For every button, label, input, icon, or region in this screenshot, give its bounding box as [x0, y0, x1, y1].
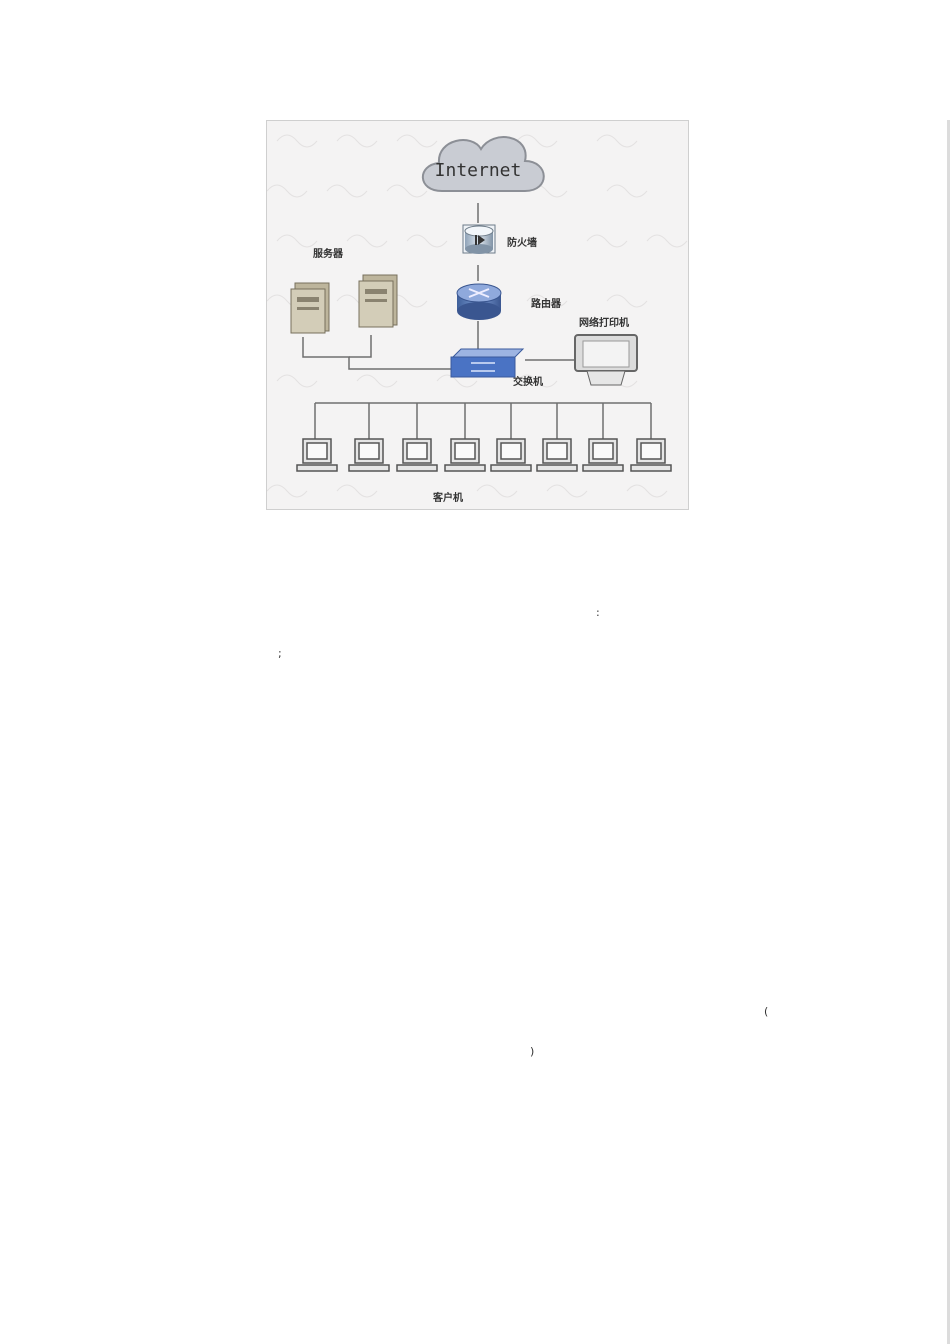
- client-pc-icon-1: [296, 438, 338, 472]
- paragraph-3-line-4-seg-2: ): [530, 1045, 537, 1058]
- watermark-pattern: [267, 134, 688, 498]
- client-pc-icon-5: [490, 438, 532, 472]
- connection-lines: [302, 203, 652, 439]
- paragraph-3-line-3-seg-2: (: [764, 1005, 771, 1018]
- paragraph-1-line-1-seg-2: :: [596, 606, 602, 619]
- client-pc-icon-3: [396, 438, 438, 472]
- client-pc-icon-6: [536, 438, 578, 472]
- server-icon-2: [358, 274, 398, 328]
- client-pc-icon-4: [444, 438, 486, 472]
- internet-cloud-icon: [421, 136, 545, 192]
- paragraph-1-line-2-seg-2: ;: [278, 647, 284, 660]
- router-icon: [456, 283, 502, 320]
- internet-label: Internet: [435, 160, 522, 181]
- server-label: 服务器: [313, 247, 344, 260]
- client-pc-icon-2: [348, 438, 390, 472]
- firewall-icon: [462, 224, 496, 254]
- router-label: 路由器: [531, 297, 562, 310]
- network-topology-diagram: Internet 防火墙 路由器 服务器: [266, 120, 689, 510]
- printer-label: 网络打印机: [579, 316, 629, 329]
- network-printer-icon: [574, 334, 638, 386]
- client-computers: [296, 438, 672, 472]
- switch-label: 交换机: [513, 375, 543, 388]
- client-pc-icon-8: [630, 438, 672, 472]
- page-right-edge: [947, 120, 950, 1344]
- switch-icon: [450, 348, 525, 378]
- client-pc-icon-7: [582, 438, 624, 472]
- firewall-label: 防火墙: [507, 236, 537, 249]
- client-label: 客户机: [432, 491, 463, 504]
- server-icon-1: [290, 282, 330, 334]
